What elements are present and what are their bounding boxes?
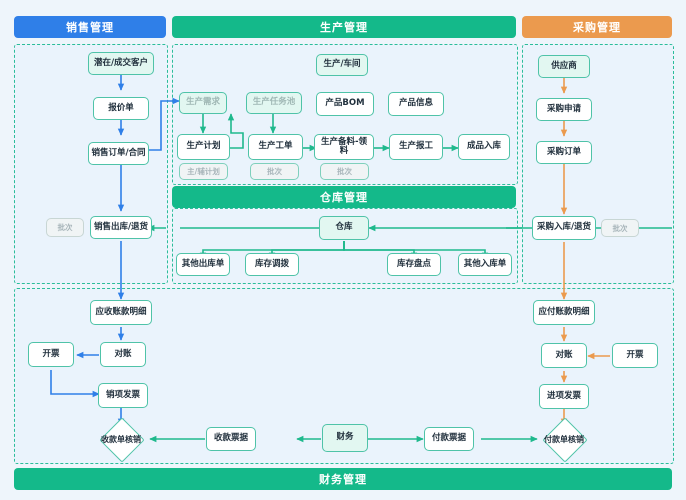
tag-material-batch: 批次: [320, 163, 369, 180]
tag-purchase-batch: 批次: [601, 219, 639, 237]
node-ap-detail[interactable]: 应付账款明细: [533, 300, 595, 325]
node-payment-writeoff-label: 付款单核销: [544, 434, 584, 444]
node-production-workorder[interactable]: 生产工单: [248, 134, 303, 160]
region-purchase: [522, 44, 674, 284]
node-stock-transfer[interactable]: 库存调拨: [245, 253, 299, 276]
node-ap-invoicing[interactable]: 开票: [612, 343, 658, 368]
tag-plan-type: 主/辅计划: [179, 163, 228, 180]
node-production-taskpool[interactable]: 生产任务池: [246, 92, 302, 114]
tag-workorder-batch: 批次: [250, 163, 299, 180]
node-receipt-writeoff-label: 收款单核销: [101, 434, 141, 444]
header-warehouse: 仓库管理: [172, 186, 516, 208]
node-receipt-bill[interactable]: 收款票据: [206, 427, 256, 451]
tag-sales-batch: 批次: [46, 218, 84, 237]
node-input-invoice[interactable]: 进项发票: [539, 384, 589, 409]
node-stock-take[interactable]: 库存盘点: [387, 253, 441, 276]
node-production-finished[interactable]: 成品入库: [458, 134, 510, 160]
node-ar-reconcile[interactable]: 对账: [100, 342, 146, 367]
node-production-demand[interactable]: 生产需求: [179, 92, 227, 114]
node-quote[interactable]: 报价单: [93, 97, 149, 120]
node-receipt-writeoff[interactable]: 收款单核销: [90, 417, 152, 463]
node-other-outbound[interactable]: 其他出库单: [176, 253, 230, 276]
node-sales-order[interactable]: 销售订单/合同: [88, 142, 149, 165]
node-other-inbound[interactable]: 其他入库单: [458, 253, 512, 276]
node-production-report[interactable]: 生产报工: [389, 134, 443, 160]
node-payment-writeoff[interactable]: 付款单核销: [533, 417, 595, 463]
node-production-plan[interactable]: 生产计划: [177, 134, 230, 160]
node-sales-out-return[interactable]: 销售出库/退货: [90, 216, 152, 239]
header-finance: 财务管理: [14, 468, 672, 490]
node-ap-reconcile[interactable]: 对账: [541, 343, 587, 368]
node-production-material[interactable]: 生产备料-领料: [314, 134, 374, 160]
node-purchase-in-return[interactable]: 采购入库/退货: [532, 216, 596, 240]
node-ar-detail[interactable]: 应收账款明细: [90, 300, 152, 325]
header-sales: 销售管理: [14, 16, 166, 38]
header-purchase: 采购管理: [522, 16, 672, 38]
header-production: 生产管理: [172, 16, 516, 38]
node-purchase-request[interactable]: 采购申请: [536, 98, 592, 121]
node-finance-center[interactable]: 财务: [322, 424, 368, 452]
node-product-info[interactable]: 产品信息: [388, 92, 444, 116]
node-purchase-order[interactable]: 采购订单: [536, 141, 592, 164]
node-product-bom[interactable]: 产品BOM: [316, 92, 374, 116]
node-customer[interactable]: 潜在/成交客户: [88, 52, 154, 75]
node-production-workshop[interactable]: 生产/车间: [316, 54, 368, 76]
node-ar-invoicing[interactable]: 开票: [28, 342, 74, 367]
node-output-invoice[interactable]: 销项发票: [98, 383, 148, 408]
node-warehouse[interactable]: 仓库: [319, 216, 369, 240]
node-payment-bill[interactable]: 付款票据: [424, 427, 474, 451]
node-supplier[interactable]: 供应商: [538, 55, 590, 78]
